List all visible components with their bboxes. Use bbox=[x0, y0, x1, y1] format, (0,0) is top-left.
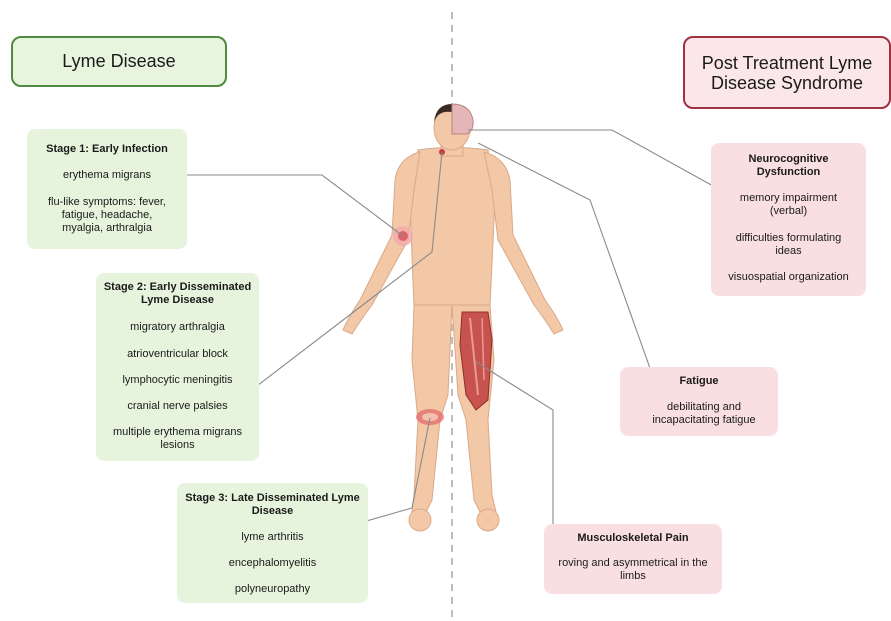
msk-card: Musculoskeletal Pain roving and asymmetr… bbox=[544, 524, 722, 594]
stage1-item-flu: flu-like symptoms: fever, fatigue, heada… bbox=[41, 196, 173, 235]
stage1-card: Stage 1: Early Infection erythema migran… bbox=[27, 129, 187, 249]
stage1-title: Stage 1: Early Infection bbox=[27, 143, 187, 156]
fatigue-item-0: debilitating and incapacitating fatigue bbox=[642, 401, 766, 427]
stage2-item-0: migratory arthralgia bbox=[96, 321, 259, 334]
stage3-item-1: encephalomyelitis bbox=[177, 557, 368, 570]
stage3-item-2: polyneuropathy bbox=[177, 583, 368, 596]
stage1-item-erythema: erythema migrans bbox=[27, 169, 187, 182]
neuro-item-2: visuospatial organization bbox=[711, 271, 866, 284]
ptlds-header: Post Treatment Lyme Disease Syndrome bbox=[683, 36, 891, 109]
fatigue-title: Fatigue bbox=[620, 375, 778, 388]
neuro-card: Neurocognitive Dysfunction memory impair… bbox=[711, 143, 866, 296]
neuro-title: Neurocognitive Dysfunction bbox=[729, 153, 848, 179]
stage3-card: Stage 3: Late Disseminated Lyme Disease … bbox=[177, 483, 368, 603]
stage3-title: Stage 3: Late Disseminated Lyme Disease bbox=[183, 492, 362, 518]
stage2-item-2: lymphocytic meningitis bbox=[96, 374, 259, 387]
connector-erythema bbox=[155, 175, 403, 236]
fatigue-card: Fatigue debilitating and incapacitating … bbox=[620, 367, 778, 436]
stage2-item-4: multiple erythema migrans lesions bbox=[104, 426, 251, 452]
msk-title: Musculoskeletal Pain bbox=[544, 532, 722, 545]
stage2-item-1: atrioventricular block bbox=[96, 348, 259, 361]
stage2-item-3: cranial nerve palsies bbox=[96, 400, 259, 413]
neuro-item-1: difficulties formulating ideas bbox=[725, 232, 852, 258]
knee-inflammation-icon bbox=[416, 409, 444, 425]
stage3-item-0: lyme arthritis bbox=[177, 531, 368, 544]
msk-item-0: roving and asymmetrical in the limbs bbox=[550, 557, 716, 583]
neuro-item-0: memory impairment (verbal) bbox=[727, 192, 850, 218]
lyme-disease-header: Lyme Disease bbox=[11, 36, 227, 87]
stage2-card: Stage 2: Early Disseminated Lyme Disease… bbox=[96, 273, 259, 461]
stage2-title: Stage 2: Early Disseminated Lyme Disease bbox=[102, 281, 253, 307]
